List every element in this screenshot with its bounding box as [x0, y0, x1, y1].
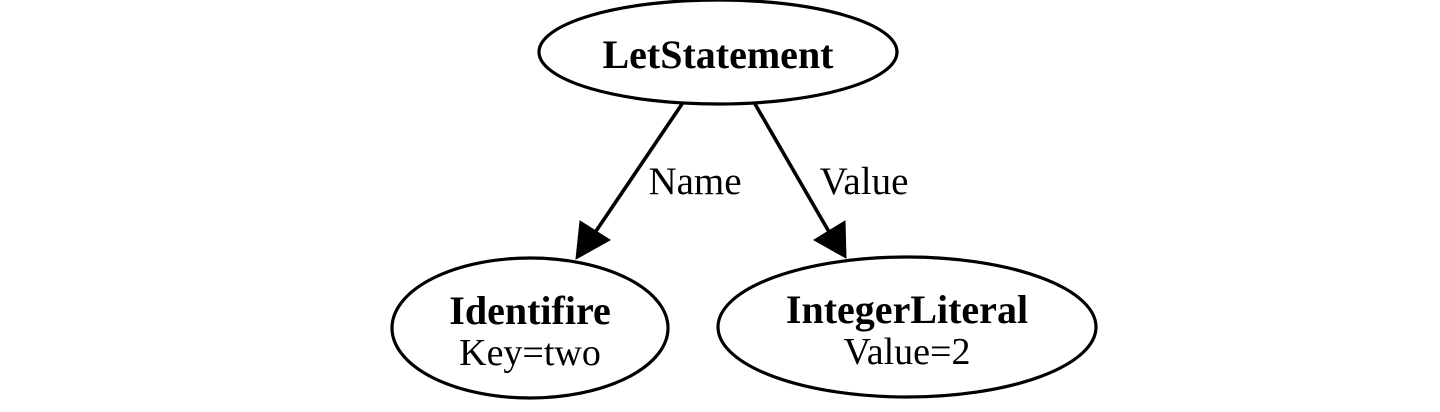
edge-value: Value: [753, 103, 909, 259]
node-identifire-subtitle: Key=two: [459, 332, 601, 374]
edge-name-arrowhead-icon: [575, 220, 611, 260]
node-integer-literal-title: IntegerLiteral: [786, 287, 1028, 332]
node-integer-literal[interactable]: IntegerLiteral Value=2: [716, 255, 1098, 399]
edge-name: Name: [575, 102, 742, 260]
node-let-statement[interactable]: LetStatement: [537, 0, 899, 106]
edge-name-label: Name: [648, 160, 741, 203]
node-let-statement-title: LetStatement: [602, 32, 834, 77]
edge-name-line: [590, 102, 684, 239]
node-integer-literal-subtitle: Value=2: [844, 331, 971, 373]
edge-value-label: Value: [820, 160, 909, 203]
node-identifire[interactable]: Identifire Key=two: [390, 256, 670, 400]
node-identifire-shape[interactable]: [390, 256, 670, 400]
edge-value-arrowhead-icon: [813, 220, 847, 259]
node-identifire-title: Identifire: [449, 288, 610, 333]
edge-value-line: [753, 103, 834, 238]
node-let-statement-shape[interactable]: [537, 0, 899, 106]
node-integer-literal-shape[interactable]: [716, 255, 1098, 399]
